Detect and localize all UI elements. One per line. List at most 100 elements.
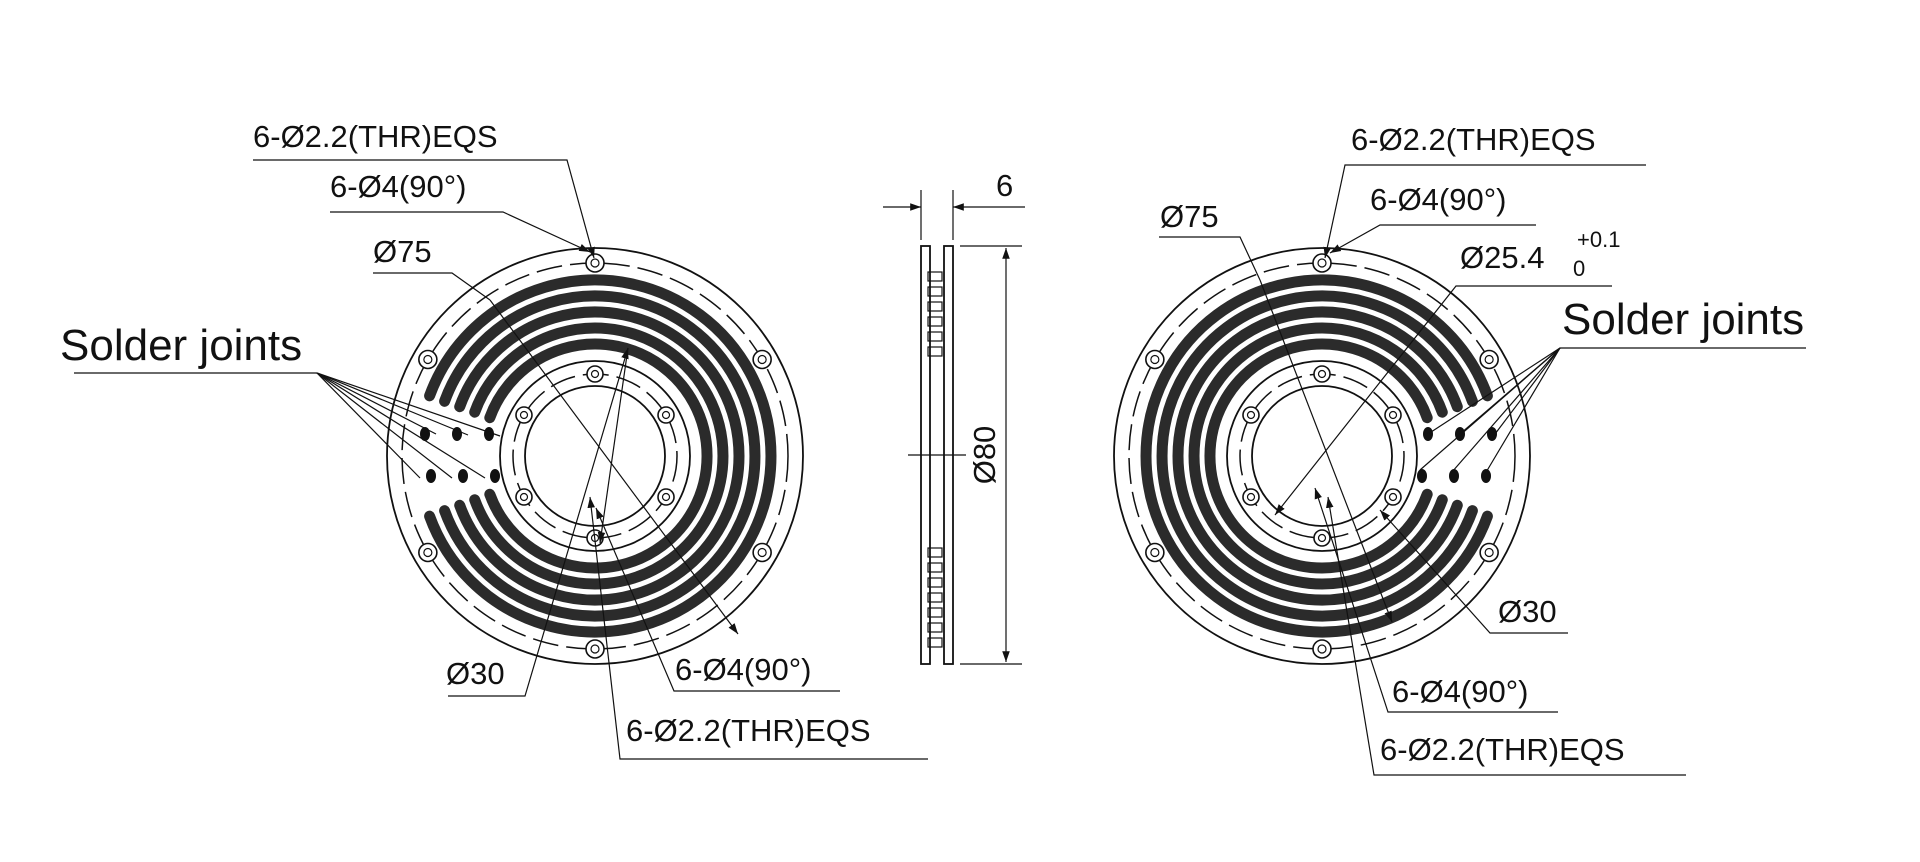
- right-inner-hole: [1384, 406, 1402, 424]
- side-track-slot: [927, 637, 943, 648]
- left-outer-hole: [752, 349, 772, 370]
- right-thr-top-leader: [1323, 164, 1646, 259]
- side-thickness-label: 6: [996, 168, 1013, 203]
- left-outer-hole-core: [423, 354, 433, 365]
- right-outer-hole-core: [1317, 258, 1327, 268]
- side-track-slot: [927, 286, 943, 297]
- left-solder-leader-2: [316, 372, 469, 436]
- right-solder-joint: [1481, 469, 1491, 483]
- right-track-1: [1140, 274, 1493, 638]
- left-bolt-circle: [401, 262, 789, 650]
- right-outer-hole-core: [1150, 547, 1160, 558]
- left-d75-label: Ø75: [373, 234, 432, 269]
- side-track-slot: [927, 301, 943, 312]
- left-inner-hole-core: [519, 410, 529, 420]
- left-solder-joint: [490, 469, 500, 483]
- right-solder-leader-6: [1484, 347, 1561, 475]
- left-solder-joint: [452, 427, 462, 441]
- left-inner-hole-core: [519, 492, 529, 502]
- right-thr-top-label: 6-Ø2.2(THR)EQS: [1351, 122, 1596, 157]
- left-d30-leader: [448, 347, 629, 697]
- right-inner-hole-core: [1317, 369, 1327, 379]
- right-outer-hole-core: [1150, 354, 1160, 365]
- left-inner-hole: [657, 406, 675, 424]
- right-inner-ring: [1226, 360, 1418, 552]
- right-inner-hole-core: [1317, 533, 1327, 543]
- right-solder-joint: [1417, 469, 1427, 483]
- left-outer-hole: [585, 253, 605, 273]
- right-outer-hole: [1479, 349, 1499, 370]
- right-d75-label: Ø75: [1160, 199, 1219, 234]
- right-bore-tol-upper: +0.1: [1577, 227, 1620, 252]
- left-d75-leader: [373, 272, 491, 301]
- right-solder-joint: [1487, 427, 1497, 441]
- left-outer-edge: [386, 247, 804, 665]
- left-track-3: [454, 306, 745, 606]
- right-outer-hole-core: [1484, 547, 1494, 558]
- right-inner-hole: [1313, 529, 1331, 547]
- right-solder-leader-5: [1451, 347, 1561, 473]
- left-thr-bottom-label: 6-Ø2.2(THR)EQS: [626, 713, 871, 748]
- right-bore: [1251, 385, 1393, 527]
- left-csk-top-leader: [330, 211, 591, 253]
- left-solder-joint: [420, 427, 430, 441]
- right-solder-leader-1: [1427, 347, 1561, 435]
- right-solder-leader-4: [1419, 347, 1561, 471]
- right-track-5: [1204, 338, 1433, 574]
- right-outer-hole: [1312, 253, 1332, 273]
- left-d30-dimension-line: [597, 347, 629, 544]
- right-d30-leader: [1379, 509, 1568, 634]
- left-d30-label: Ø30: [446, 656, 505, 691]
- left-track-5: [484, 338, 713, 574]
- left-solder-leader-4: [316, 372, 421, 479]
- side-section-view: 6 Ø80: [883, 168, 1025, 665]
- left-inner-hole-core: [661, 492, 671, 502]
- right-outer-hole: [1479, 542, 1499, 563]
- right-outer-hole-core: [1317, 644, 1327, 654]
- right-inner-hole-core: [1388, 492, 1398, 502]
- left-slip-ring-tracks: [424, 274, 777, 638]
- side-track-slot: [927, 316, 943, 327]
- side-track-slot: [927, 562, 943, 573]
- right-track-4: [1188, 322, 1448, 590]
- left-csk-bottom-label: 6-Ø4(90°): [675, 652, 811, 687]
- left-csk-top-label: 6-Ø4(90°): [330, 169, 466, 204]
- right-inner-hole: [1242, 488, 1260, 506]
- side-track-slot: [927, 577, 943, 588]
- right-disc-view: 6-Ø2.2(THR)EQS 6-Ø4(90°) Ø75 Ø25.4 +0.1 …: [1113, 122, 1806, 776]
- left-solder-leader-1: [316, 372, 437, 435]
- right-inner-hole-core: [1388, 410, 1398, 420]
- left-mounting-holes: [418, 253, 772, 659]
- right-inner-hole-core: [1246, 492, 1256, 502]
- side-track-slot: [927, 331, 943, 342]
- right-outer-hole: [1145, 349, 1165, 370]
- left-outer-hole-core: [590, 258, 600, 268]
- left-inner-hole: [586, 365, 604, 383]
- left-solder-leader-3: [316, 372, 501, 437]
- left-inner-hole: [657, 488, 675, 506]
- left-inner-hole-core: [661, 410, 671, 420]
- left-outer-hole-core: [757, 354, 767, 365]
- right-inner-hole: [1313, 365, 1331, 383]
- left-thr-top-leader: [253, 159, 595, 259]
- side-d80-label: Ø80: [967, 426, 1002, 485]
- left-inner-ring: [499, 360, 691, 552]
- left-outer-hole-core: [423, 547, 433, 558]
- right-inner-hole: [1384, 488, 1402, 506]
- right-track-2: [1156, 290, 1478, 622]
- side-track-slot: [927, 622, 943, 633]
- right-slip-ring-tracks: [1140, 274, 1493, 638]
- side-track-slot: [927, 346, 943, 357]
- left-outer-hole-core: [757, 547, 767, 558]
- left-solder-leader-5: [316, 372, 453, 479]
- left-inner-hole-core: [590, 369, 600, 379]
- left-outer-hole: [752, 542, 772, 563]
- left-outer-hole: [418, 349, 438, 370]
- right-outer-hole: [1312, 639, 1332, 659]
- right-solder-joints: [1417, 427, 1497, 483]
- left-disc-view: 6-Ø2.2(THR)EQS 6-Ø4(90°) Ø75 Solder join…: [60, 119, 928, 760]
- left-csk-bottom-leader: [595, 507, 840, 692]
- left-solder-joints: [420, 427, 500, 483]
- right-mounting-holes: [1145, 253, 1499, 659]
